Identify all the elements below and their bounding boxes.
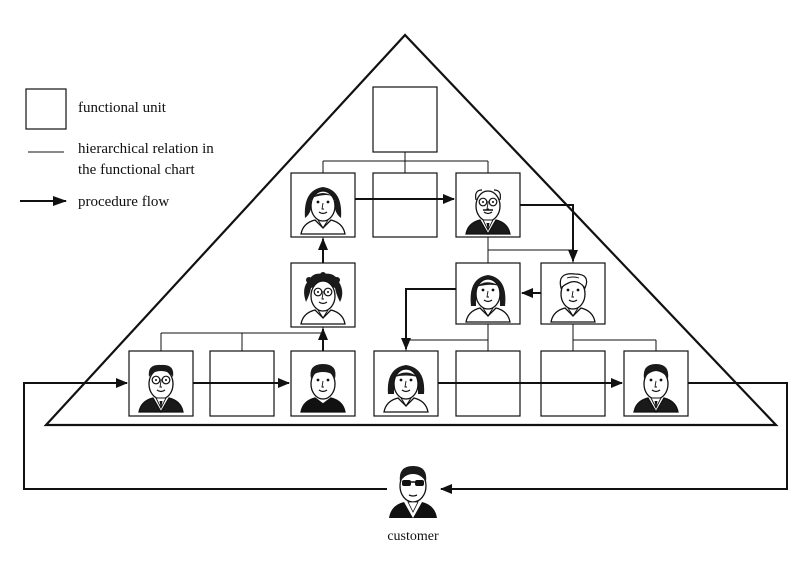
legend: functional unit hierarchical relation in… <box>20 88 214 210</box>
man-light-hair-icon <box>550 273 596 323</box>
procedure-flow <box>23 194 788 494</box>
man-suit-icon <box>633 364 679 413</box>
woman-dark-hair-icon <box>300 187 346 235</box>
flow-customer-to-b1 <box>23 378 387 490</box>
unit-l2-left <box>290 172 356 238</box>
customer-label: customer <box>387 529 439 544</box>
legend-hierarchical-relation-label-line2: the functional chart <box>78 162 195 178</box>
legend-procedure-flow-label: procedure flow <box>78 194 169 210</box>
legend-functional-unit-swatch <box>25 88 67 130</box>
bald-man-glasses-icon <box>465 189 511 235</box>
woman-bob-hair-icon <box>383 365 429 413</box>
unit-l2-mid <box>372 172 438 238</box>
flow-l2-right-to-l3-right <box>520 204 578 262</box>
flow-b7-to-customer <box>440 382 788 494</box>
unit-top <box>372 86 438 153</box>
legend-hierarchical-relation-label-line1: hierarchical relation in <box>78 141 214 157</box>
woman-curly-glasses-icon <box>300 272 346 325</box>
man-glasses-tie-icon <box>138 364 184 413</box>
man-dark-hair-icon <box>300 364 346 413</box>
customer-with-sunglasses-icon <box>389 466 437 518</box>
organization-pyramid <box>43 33 779 427</box>
woman-dark-bob-icon <box>465 275 511 323</box>
flow-l3-mid-to-b4 <box>401 288 456 350</box>
legend-functional-unit-label: functional unit <box>78 100 167 116</box>
